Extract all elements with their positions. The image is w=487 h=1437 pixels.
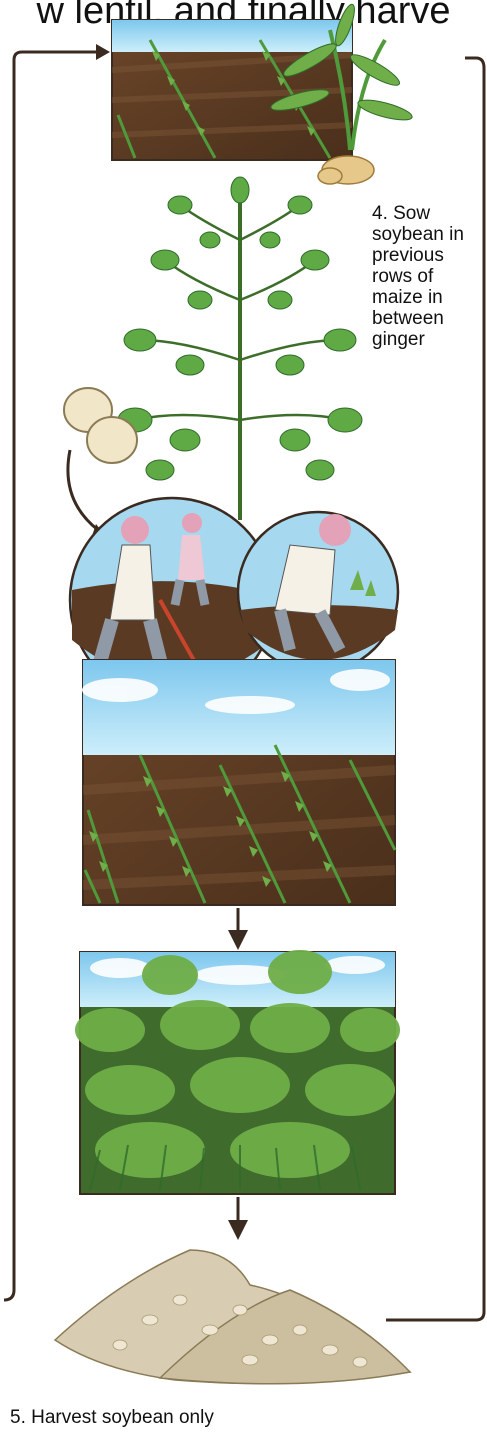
soybean-plant-icon	[118, 177, 362, 520]
soybean-pile-icon	[55, 1250, 410, 1384]
step-4-label: 4. Sow soybean in previous rows of maize…	[372, 203, 487, 350]
flow-arrow-2	[228, 1197, 248, 1240]
sowing-scene-right	[238, 512, 398, 672]
soybean-field-panel	[75, 950, 400, 1194]
step-5-label: 5. Harvest soybean only	[10, 1406, 214, 1430]
flow-arrow-1	[228, 908, 248, 950]
maize-rows-panel	[82, 660, 395, 905]
